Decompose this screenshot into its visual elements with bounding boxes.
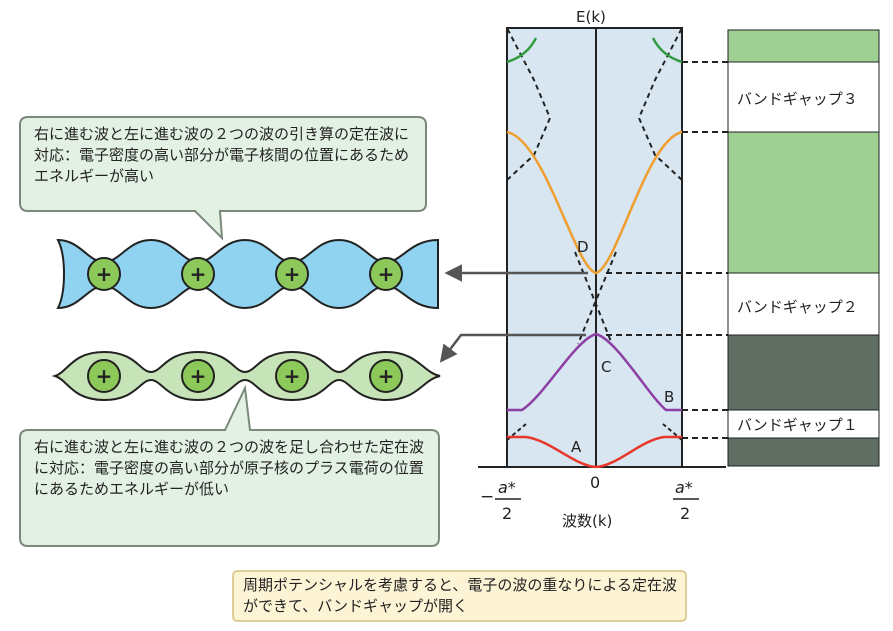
plus-charge-icon: + bbox=[284, 262, 301, 286]
band-gap-2-region bbox=[727, 272, 880, 336]
free-electron-dashed-right bbox=[637, 27, 683, 181]
plus-charge-icon: + bbox=[284, 364, 301, 388]
band-gap-3-region bbox=[727, 61, 880, 133]
point-c-label: C bbox=[601, 358, 611, 376]
left-edge-numerator: a* bbox=[498, 478, 516, 497]
point-b-label: B bbox=[664, 388, 674, 406]
band-gap-1-region bbox=[727, 409, 880, 439]
symmetric-standing-wave bbox=[51, 350, 441, 402]
band-4-curve-right bbox=[651, 37, 683, 64]
right-edge-numerator: a* bbox=[675, 478, 693, 497]
bottom-note-text: 周期ポテンシャルを考慮すると、電子の波の重なりによる定在波ができて、バンドギャッ… bbox=[243, 576, 677, 615]
bottom-note-box bbox=[232, 570, 687, 622]
band-edge-connectors bbox=[606, 61, 728, 439]
nucleus bbox=[275, 359, 309, 393]
band-4-curve-left bbox=[506, 37, 538, 64]
nucleus bbox=[181, 257, 215, 291]
upper-nuclei: + + + + bbox=[87, 257, 403, 291]
nucleus bbox=[369, 257, 403, 291]
band-gap-1-label: バンドギャップ１ bbox=[737, 416, 858, 434]
allowed-band-4 bbox=[727, 29, 880, 63]
band-1-curve bbox=[507, 435, 682, 469]
left-edge-sign: − bbox=[480, 487, 494, 507]
nucleus bbox=[369, 359, 403, 393]
right-edge-label: a* 2 bbox=[673, 478, 699, 523]
plus-charge-icon: + bbox=[190, 364, 207, 388]
lower-callout-text: 右に進む波と左に進む波の２つの波を足し合わせた定在波に対応：電子密度の高い部分が… bbox=[34, 438, 425, 498]
nucleus bbox=[275, 257, 309, 291]
plus-charge-icon: + bbox=[378, 262, 395, 286]
left-edge-denominator: 2 bbox=[502, 504, 512, 523]
nucleus bbox=[87, 257, 121, 291]
nucleus bbox=[181, 359, 215, 393]
lower-callout-bubble bbox=[19, 384, 440, 547]
plus-charge-icon: + bbox=[190, 262, 207, 286]
band-gap-2-label: バンドギャップ２ bbox=[737, 298, 858, 316]
lower-nuclei: + + + + bbox=[87, 359, 403, 393]
point-a-label: A bbox=[571, 438, 582, 456]
plus-charge-icon: + bbox=[378, 364, 395, 388]
nucleus bbox=[87, 359, 121, 393]
allowed-band-3 bbox=[727, 131, 880, 274]
upper-callout-text: 右に進む波と左に進む波の２つの波の引き算の定在波に対応：電子密度の高い部分が電子… bbox=[34, 125, 410, 185]
left-edge-label: − a* 2 bbox=[480, 478, 521, 523]
crossing-dashed-lines bbox=[574, 251, 617, 345]
arrow-point-c-to-wave bbox=[439, 333, 586, 363]
band-gap-3-label: バンドギャップ３ bbox=[737, 90, 858, 108]
y-axis-label: E(k) bbox=[576, 8, 606, 26]
zero-label: 0 bbox=[590, 473, 600, 492]
right-edge-denominator: 2 bbox=[680, 504, 690, 523]
allowed-band-2 bbox=[727, 334, 880, 411]
plus-charge-icon: + bbox=[96, 364, 113, 388]
x-axis-label: 波数(k) bbox=[562, 512, 612, 530]
allowed-band-1 bbox=[727, 437, 880, 467]
band-2-curve bbox=[507, 332, 682, 412]
free-electron-dashed-left bbox=[506, 27, 552, 181]
plus-charge-icon: + bbox=[96, 262, 113, 286]
band-3-curve bbox=[506, 130, 683, 275]
point-d-label: D bbox=[577, 238, 589, 256]
upper-callout-bubble bbox=[19, 116, 427, 241]
